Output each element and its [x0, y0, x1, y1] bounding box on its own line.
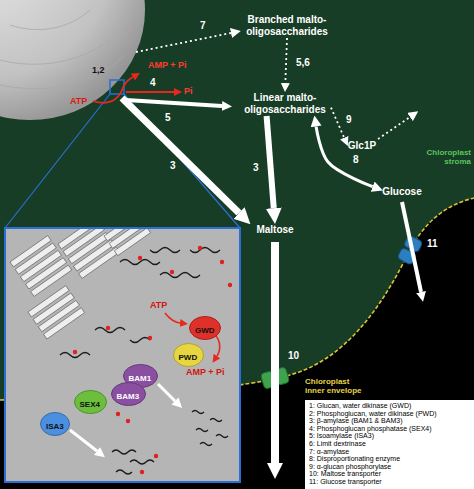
- enzyme-name: SEX4: [80, 400, 100, 410]
- phosphorylation-arrow: [93, 77, 133, 103]
- enzyme-number: 8: [352, 154, 360, 165]
- callout-label: ATP: [70, 96, 87, 106]
- enzyme-oval: BAM3: [111, 382, 146, 406]
- enzyme-ellipse: [74, 391, 106, 414]
- region-label: Chloroplast stroma: [414, 148, 471, 166]
- enzyme-number: 3: [252, 162, 260, 173]
- key-entry: 8: Disproportionating enzyme: [309, 455, 470, 463]
- inset-ground: [5, 228, 240, 482]
- enzyme-oval: GWD: [189, 316, 221, 340]
- metabolite-label: Glucose: [382, 186, 421, 198]
- enzyme-name: ISA3: [46, 422, 64, 432]
- key-entry: 4: Phosphoglucan phosphatase (SEX4): [309, 425, 470, 433]
- enzyme-name: GWD: [195, 326, 215, 336]
- enzyme-name: PWD: [179, 353, 198, 363]
- export-arrow: [402, 202, 421, 292]
- callout-label: AMP + Pi: [148, 60, 187, 70]
- metabolite-name: Branched malto- oligosaccharides: [241, 14, 333, 38]
- enzyme-oval: SEX4: [74, 390, 107, 414]
- key-entry: 11: Glucose transporter: [309, 478, 470, 486]
- metabolite-name: Linear malto- oligosaccharides: [239, 92, 331, 116]
- callout-label: AMP + Pi: [186, 367, 225, 377]
- callout-label: 11: [427, 238, 438, 249]
- key-entry: 3: β-amylase (BAM1 & BAM3): [309, 417, 470, 425]
- key-entry: 10: Maltose transporter: [309, 470, 470, 478]
- granule-surface: [10, 228, 232, 474]
- release-arrow: [158, 384, 175, 401]
- pathway-connector: [285, 38, 287, 83]
- phosphate-arrow: [126, 91, 174, 93]
- callout-label: 7: [200, 20, 206, 31]
- enzyme-ellipse: [190, 317, 221, 340]
- key-entry: 7: α-amylase: [309, 448, 470, 456]
- pathway-connector: [267, 116, 274, 208]
- enzyme-number: 9: [345, 114, 353, 125]
- cytosol-ground: [0, 198, 474, 489]
- key-entry: 1: Glucan, water dikinase (GWD): [309, 402, 470, 410]
- callout-label: 3: [170, 160, 176, 171]
- enzyme-ellipse: [111, 383, 145, 406]
- release-arrow: [70, 430, 97, 451]
- zoom-line: [5, 94, 110, 228]
- metabolite-name: Maltose: [256, 224, 293, 236]
- metabolite-label: Linear malto- oligosaccharides: [239, 92, 331, 116]
- callout-label: 5: [165, 112, 171, 123]
- region-label: Chloroplast inner envelope: [305, 377, 367, 395]
- key-box: 1: Glucan, water dikinase (GWD)2: Phosph…: [305, 400, 474, 489]
- metabolite-label: Maltose: [256, 224, 293, 236]
- enzyme-ellipse: [41, 413, 70, 436]
- pathway-connector: [331, 108, 344, 138]
- granule-texture: [0, 10, 125, 89]
- export-arrow: [271, 242, 279, 463]
- metabolite-name: Glucose: [382, 186, 421, 198]
- callout-label: Pi: [184, 86, 193, 96]
- metabolite-label: Glc1P: [348, 140, 376, 152]
- phosphorylation-arrow: [165, 313, 180, 323]
- enzyme-oval: PWD: [173, 343, 204, 367]
- pathway-arrow: [136, 33, 231, 52]
- pathway-connector: [316, 126, 373, 186]
- metabolite-name: Glc1P: [348, 140, 376, 152]
- callout-label: 4: [150, 77, 156, 88]
- enzyme-oval: ISA3: [40, 412, 70, 436]
- inset-frame: [5, 228, 240, 482]
- enzyme-ellipse: [173, 344, 203, 367]
- callout-label: 10: [288, 350, 299, 361]
- pathway-arrow: [126, 100, 222, 106]
- callout-label: ATP: [150, 300, 167, 310]
- key-entry: 2: Phosphoglucan, water dikinase (PWD): [309, 410, 470, 418]
- key-entry: 5: Isoamylase (ISA3): [309, 432, 470, 440]
- key-entry: 6: Limit dextrinase: [309, 440, 470, 448]
- metabolite-label: Branched malto- oligosaccharides: [241, 14, 333, 38]
- enzyme-name: BAM3: [117, 392, 140, 402]
- callout-label: 1,2: [92, 65, 105, 75]
- pathway-arrow: [378, 117, 410, 139]
- key-entry: 9: α-glucan phosphorylase: [309, 463, 470, 471]
- enzyme-number: 5,6: [295, 57, 311, 68]
- pathway-arrow: [122, 98, 239, 213]
